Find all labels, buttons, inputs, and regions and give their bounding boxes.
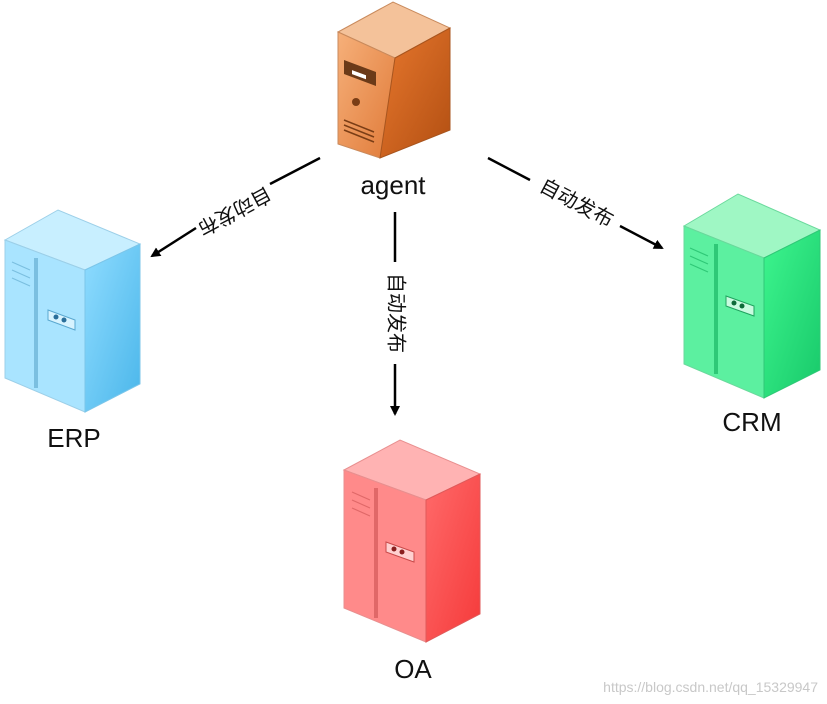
oa-server-icon [342,439,482,643]
erp-server-icon [3,209,142,413]
edge-agent-to-oa: 自动发布 [385,212,409,416]
oa-label: OA [394,654,432,684]
edge-label-agent-crm: 自动发布 [536,173,618,232]
edge-label-agent-oa: 自动发布 [385,273,409,353]
agent-server-icon [336,1,452,159]
crm-label: CRM [722,407,781,437]
edge-agent-to-erp: 自动发布 [150,156,321,258]
edge-agent-to-crm: 自动发布 [487,156,664,250]
edge-label-agent-erp: 自动发布 [194,182,276,241]
agent-label: agent [360,170,426,200]
crm-server-icon [682,193,822,399]
watermark-text: https://blog.csdn.net/qq_15329947 [603,679,818,695]
erp-label: ERP [47,423,100,453]
